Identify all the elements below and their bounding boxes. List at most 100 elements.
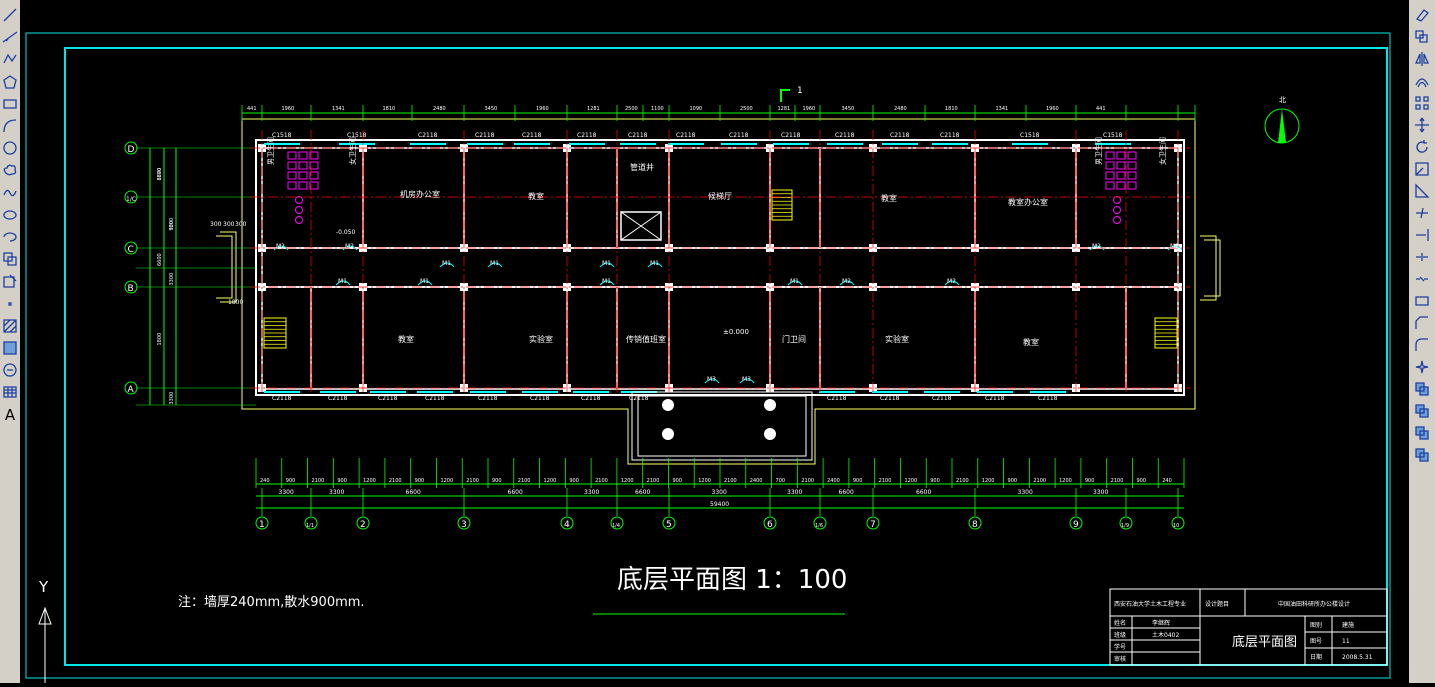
window-label-bottom: C2118 (378, 395, 398, 402)
floor-level-mark: -0.050 (336, 229, 356, 236)
rotate-tool[interactable] (1412, 138, 1432, 156)
door-swing (739, 378, 755, 384)
toilet-fixture (287, 171, 297, 180)
dim-text-bottom-1: 900 (1136, 478, 1146, 484)
polyline-tool[interactable] (1, 50, 19, 68)
erase-tool[interactable] (1412, 6, 1432, 24)
dim-text-top: 3450 (842, 106, 855, 112)
axis-bubble-letter (124, 190, 138, 204)
dim-text-bottom-1: 900 (569, 478, 579, 484)
room-label: 教室 (398, 334, 414, 344)
door-label: M1 (790, 278, 799, 285)
room-label: 候梯厅 (708, 191, 732, 201)
drawing-title: 底层平面图 1：100 (617, 565, 847, 595)
stretch-icon (1415, 183, 1430, 198)
insert-block-icon (3, 252, 17, 266)
ucs-icon: Y (38, 578, 52, 683)
dim-text-bottom-1: 1200 (982, 478, 995, 484)
modify-toolbar (1409, 0, 1435, 683)
arc-tool[interactable] (1, 117, 19, 135)
washroom-label: 女卫生间 (348, 137, 357, 165)
polygon-tool[interactable] (1, 73, 19, 91)
tb-drawing-name: 底层平面图 (1232, 634, 1297, 650)
axis-bubble (304, 516, 318, 530)
window-label-bottom: C2118 (425, 395, 445, 402)
gradient-icon (3, 341, 17, 355)
array-tool[interactable] (1412, 94, 1432, 112)
rectangle-tool[interactable] (1, 95, 19, 113)
revision-cloud-tool[interactable] (1, 161, 19, 179)
axis-bubble (1119, 516, 1133, 530)
north-arrow-icon (1278, 109, 1286, 143)
explode-tool[interactable] (1412, 358, 1432, 376)
dim-text-left: 1800 (157, 333, 163, 346)
insert-block-tool[interactable] (1, 250, 19, 268)
stretch-tool[interactable] (1412, 182, 1432, 200)
break-tool[interactable] (1412, 270, 1432, 288)
gradient-tool[interactable] (1, 339, 19, 357)
break-at-point-tool[interactable] (1412, 248, 1432, 266)
title-block: 西安石油大学土木工程专业设计题目中国油田科研所办公楼设计底层平面图姓名李继辉班级… (1109, 588, 1388, 666)
toilet-fixture (287, 151, 297, 160)
toilet-fixture (1105, 171, 1115, 180)
chamfer-tool[interactable] (1412, 314, 1432, 332)
dim-text-bottom-1: 2100 (466, 478, 479, 484)
construction-line-tool[interactable] (1, 28, 19, 46)
mirror-tool[interactable] (1412, 50, 1432, 68)
dim-text-bottom-1: 2100 (595, 478, 608, 484)
dim-text-bottom-1: 900 (930, 478, 940, 484)
circle-tool[interactable] (1, 139, 19, 157)
ellipse-tool[interactable] (1, 206, 19, 224)
window-label-top: C2118 (835, 132, 855, 139)
offset-tool[interactable] (1412, 72, 1432, 90)
table-tool[interactable] (1, 383, 19, 401)
fillet-tool[interactable] (1412, 336, 1432, 354)
scale-tool[interactable] (1412, 160, 1432, 178)
draw-order-back-tool[interactable] (1412, 402, 1432, 420)
draw-order-under-tool[interactable] (1412, 446, 1432, 464)
tb-row-label: 班级 (1114, 631, 1126, 639)
dim-text-bottom-2: 3300 (1093, 489, 1108, 496)
point-tool[interactable] (1, 295, 19, 313)
east-entrance-steps (1200, 235, 1221, 301)
window-label-top: C2118 (676, 132, 696, 139)
extend-tool[interactable] (1412, 226, 1432, 244)
ellipse-arc-tool[interactable] (1, 228, 19, 246)
dim-text-bottom-1: 900 (286, 478, 296, 484)
spline-tool[interactable] (1, 184, 19, 202)
hatch-tool[interactable] (1, 317, 19, 335)
dim-text-top: 1960 (1046, 106, 1059, 112)
dim-text-bottom-2: 3300 (787, 489, 802, 496)
dim-text-bottom-1: 900 (672, 478, 682, 484)
tb-row-value: 2008.5.31 (1342, 654, 1373, 661)
window-label-top: C2118 (729, 132, 749, 139)
copy-icon (1415, 30, 1428, 43)
dim-text-bottom-1: 900 (853, 478, 863, 484)
window-label-top: C2118 (522, 132, 542, 139)
room-label: 教室 (528, 191, 544, 201)
axis-bubble (813, 516, 827, 530)
move-tool[interactable] (1412, 116, 1432, 134)
toilet-fixture (1116, 161, 1126, 170)
dim-text-bottom-1: 1200 (621, 478, 634, 484)
multiline-text-tool[interactable]: A (1, 406, 19, 424)
circle-icon (3, 141, 17, 155)
draw-order-above-tool[interactable] (1412, 424, 1432, 442)
window-label-top: C1518 (272, 132, 292, 139)
line-tool[interactable] (1, 6, 19, 24)
make-block-tool[interactable] (1, 272, 19, 290)
join-tool[interactable] (1412, 292, 1432, 310)
door-swing (417, 280, 433, 286)
draw-order-front-tool[interactable] (1412, 380, 1432, 398)
dim-text-bottom-1: 700 (776, 478, 786, 484)
copy-tool[interactable] (1412, 28, 1432, 46)
trim-tool[interactable] (1412, 204, 1432, 222)
door-label: M1 (420, 278, 429, 285)
entrance-column (764, 399, 776, 411)
window-label-top: C1518 (347, 132, 367, 139)
rectangle-icon (3, 99, 17, 109)
dim-text-top: 1960 (282, 106, 295, 112)
toilet-fixture (298, 171, 308, 180)
region-tool[interactable] (1, 361, 19, 379)
